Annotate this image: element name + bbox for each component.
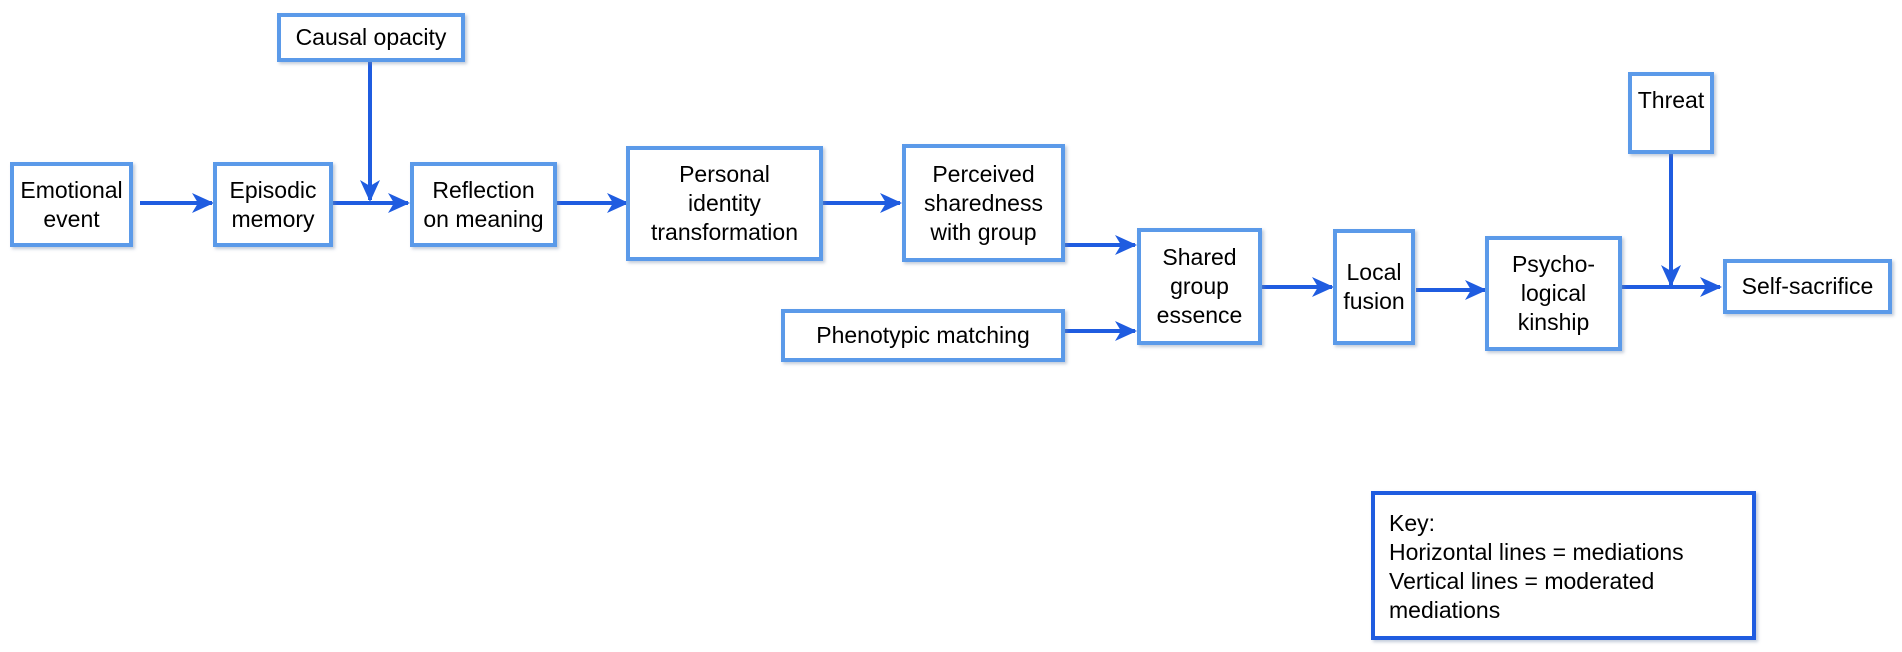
node-phenotypic-matching: Phenotypic matching	[781, 309, 1065, 362]
legend-horizontal-lines: Horizontal lines = mediations	[1389, 539, 1684, 565]
node-causal-opacity: Causal opacity	[277, 13, 465, 62]
node-psychological-kinship: Psycho- logical kinship	[1485, 236, 1622, 351]
node-emotional-event: Emotional event	[10, 162, 133, 247]
legend-vertical-lines: Vertical lines = moderated mediations	[1389, 568, 1655, 623]
node-perceived-sharedness: Perceived sharedness with group	[902, 144, 1065, 262]
node-personal-identity-transformation: Personal identity transformation	[626, 146, 823, 261]
legend-key: Key: Horizontal lines = mediations Verti…	[1371, 491, 1756, 640]
node-threat: Threat	[1628, 72, 1714, 154]
node-episodic-memory: Episodic memory	[213, 162, 333, 247]
node-self-sacrifice: Self-sacrifice	[1723, 259, 1892, 314]
legend-title: Key:	[1389, 510, 1436, 536]
node-local-fusion: Local fusion	[1333, 229, 1415, 345]
node-shared-group-essence: Shared group essence	[1137, 228, 1262, 345]
node-reflection-on-meaning: Reflection on meaning	[410, 162, 557, 247]
